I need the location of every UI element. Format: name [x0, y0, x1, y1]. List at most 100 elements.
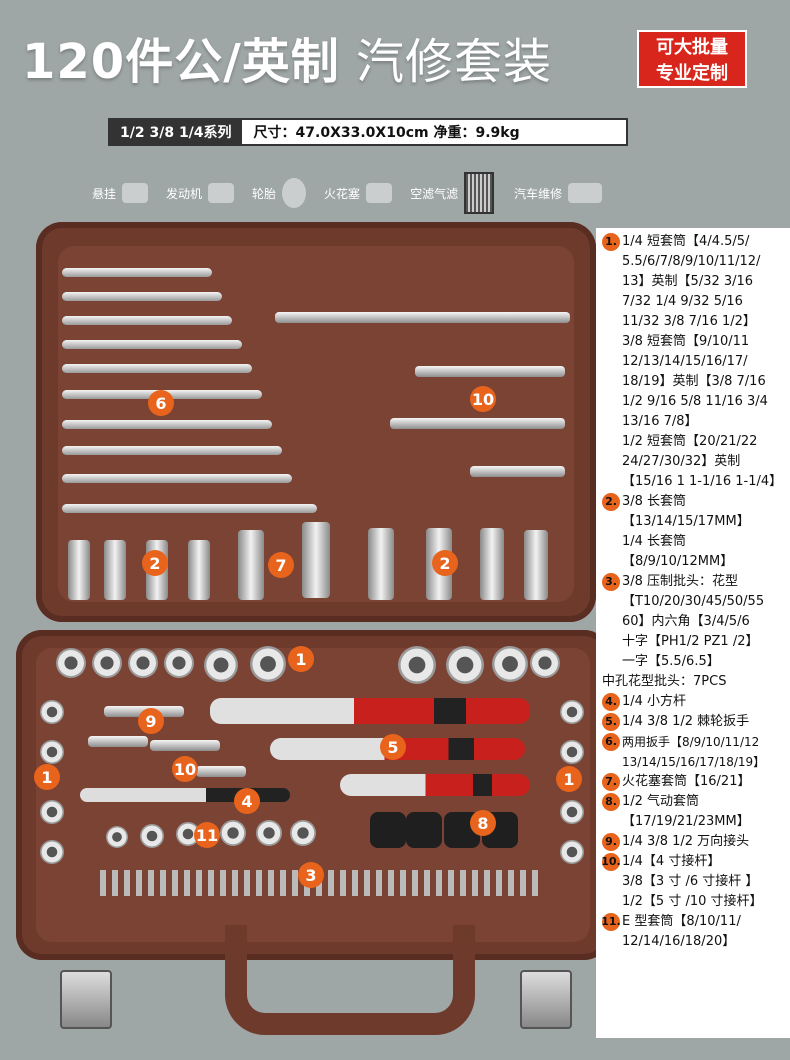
marker-3: 3 [298, 862, 324, 888]
marker-11: 11 [194, 822, 220, 848]
marker-2: 2 [142, 550, 168, 576]
marker-10: 10 [172, 756, 198, 782]
socket [92, 648, 122, 678]
panel-text: 1/4 短套筒【4/4.5/5/ 5.5/6/7/8/9/10/11/12/ 1… [622, 234, 783, 489]
panel-num: 9. [602, 833, 620, 851]
case-latch-left [60, 970, 112, 1029]
spark-plug-socket [302, 522, 330, 598]
size-weight-label: 尺寸：47.0X33.0X10cm 净重：9.9kg [253, 125, 520, 141]
panel-num: 5. [602, 713, 620, 731]
panel-item-7: 7.火花塞套筒【16/21】 [602, 772, 786, 792]
panel-text: 1/4【4 寸接杆】 3/8【3 寸 /6 寸接杆 】 1/2【5 寸 /10 … [622, 854, 763, 909]
marker-10: 10 [470, 386, 496, 412]
wrench [62, 420, 272, 429]
panel-item-5: 5.1/4 3/8 1/2 棘轮扳手 [602, 712, 786, 732]
e-socket [290, 820, 316, 846]
spec-bar: 1/2 3/8 1/4系列 尺寸：47.0X33.0X10cm 净重：9.9kg [108, 118, 628, 146]
panel-item-10: 10.1/4【4 寸接杆】 3/8【3 寸 /6 寸接杆 】 1/2【5 寸 /… [601, 852, 786, 912]
e-socket [106, 826, 128, 848]
tire-icon [282, 178, 307, 208]
marker-2: 2 [432, 550, 458, 576]
car-icon [568, 183, 603, 203]
panel-item-11: 11.E 型套筒【8/10/11/ 12/14/16/18/20】 [601, 912, 786, 952]
panel-text: 1/4 3/8 1/2 万向接头 [622, 834, 750, 849]
badge-line2: 专业定制 [656, 63, 728, 84]
short-extension [196, 766, 246, 777]
marker-4: 4 [234, 788, 260, 814]
panel-num: 8. [602, 793, 620, 811]
socket [560, 740, 584, 764]
badge-line1: 可大批量 [656, 37, 728, 58]
usage-label-spark-plug: 火花塞 [324, 186, 361, 201]
panel-text: 1/4 小方杆 [622, 694, 687, 709]
panel-item-3: 3.3/8 压制批头：花型 【T10/20/30/45/50/55 60】内六角… [602, 572, 786, 672]
universal-joint [88, 736, 148, 747]
e-socket [140, 824, 164, 848]
socket [560, 800, 584, 824]
socket [40, 800, 64, 824]
socket [560, 840, 584, 864]
title-bold: 120件公/英制 [22, 34, 340, 90]
panel-text: E 型套筒【8/10/11/ 12/14/16/18/20】 [622, 914, 741, 949]
spark-plug-icon [366, 183, 393, 203]
socket [530, 648, 560, 678]
marker-1: 1 [556, 766, 582, 792]
panel-num: 10. [601, 853, 621, 871]
product-title: 120件公/英制 汽修套装 [22, 22, 552, 92]
marker-9: 9 [138, 708, 164, 734]
usage-label-filter: 空滤气滤 [410, 186, 459, 201]
wrench [62, 316, 232, 325]
marker-8: 8 [470, 810, 496, 836]
long-socket [104, 540, 126, 600]
e-socket [256, 820, 282, 846]
usage-label-engine: 发动机 [166, 186, 203, 201]
socket [40, 740, 64, 764]
marker-1: 1 [288, 646, 314, 672]
marker-7: 7 [268, 552, 294, 578]
panel-text: 1/4 3/8 1/2 棘轮扳手 [622, 714, 750, 729]
extension-bar [470, 466, 565, 477]
socket [128, 648, 158, 678]
panel-num: 11. [601, 913, 621, 931]
wrench [62, 340, 242, 349]
panel-num: 4. [602, 693, 620, 711]
socket [492, 646, 528, 682]
long-socket [368, 528, 394, 600]
panel-num: 1. [602, 233, 620, 251]
long-socket [524, 530, 548, 600]
panel-item-2: 2.3/8 长套筒 【13/14/15/17MM】 1/4 长套筒 【8/9/1… [602, 492, 786, 572]
series-label: 1/2 3/8 1/4系列 [110, 120, 242, 144]
marker-6: 6 [148, 390, 174, 416]
custom-order-badge: 可大批量 专业定制 [637, 30, 747, 88]
socket [56, 648, 86, 678]
wrench [62, 268, 212, 277]
socket [398, 646, 436, 684]
socket [204, 648, 238, 682]
panel-text: 3/8 压制批头：花型 【T10/20/30/45/50/55 60】内六角【3… [622, 574, 765, 669]
panel-text: 火花塞套筒【16/21】 [622, 774, 751, 789]
panel-item-6: 6.两用扳手【8/9/10/11/12 13/14/15/16/17/18/19… [602, 732, 786, 772]
marker-5: 5 [380, 734, 406, 760]
extension-bar [390, 418, 565, 429]
title-light: 汽修套装 [339, 34, 552, 90]
spark-plug-socket [238, 530, 264, 600]
wrench [62, 504, 317, 513]
panel-item-4: 4.1/4 小方杆 [602, 692, 786, 712]
socket [560, 700, 584, 724]
socket [164, 648, 194, 678]
wrench [62, 474, 292, 483]
ratchet-1-2 [210, 698, 530, 724]
impact-socket [406, 812, 442, 848]
panel-text: 3/8 长套筒 【13/14/15/17MM】 1/4 长套筒 【8/9/10/… [622, 494, 750, 569]
panel-text: 1/2 气动套筒 【17/19/21/23MM】 [622, 794, 750, 829]
engine-icon [208, 183, 235, 203]
panel-num: 6. [602, 733, 620, 751]
long-socket [480, 528, 504, 600]
long-socket [188, 540, 210, 600]
socket [250, 646, 286, 682]
panel-item-8: 8.1/2 气动套筒 【17/19/21/23MM】 [602, 792, 786, 832]
suspension-icon [122, 183, 149, 203]
extension-bar [415, 366, 565, 377]
panel-text: 中孔花型批头：7PCS [602, 674, 727, 689]
long-socket [68, 540, 90, 600]
